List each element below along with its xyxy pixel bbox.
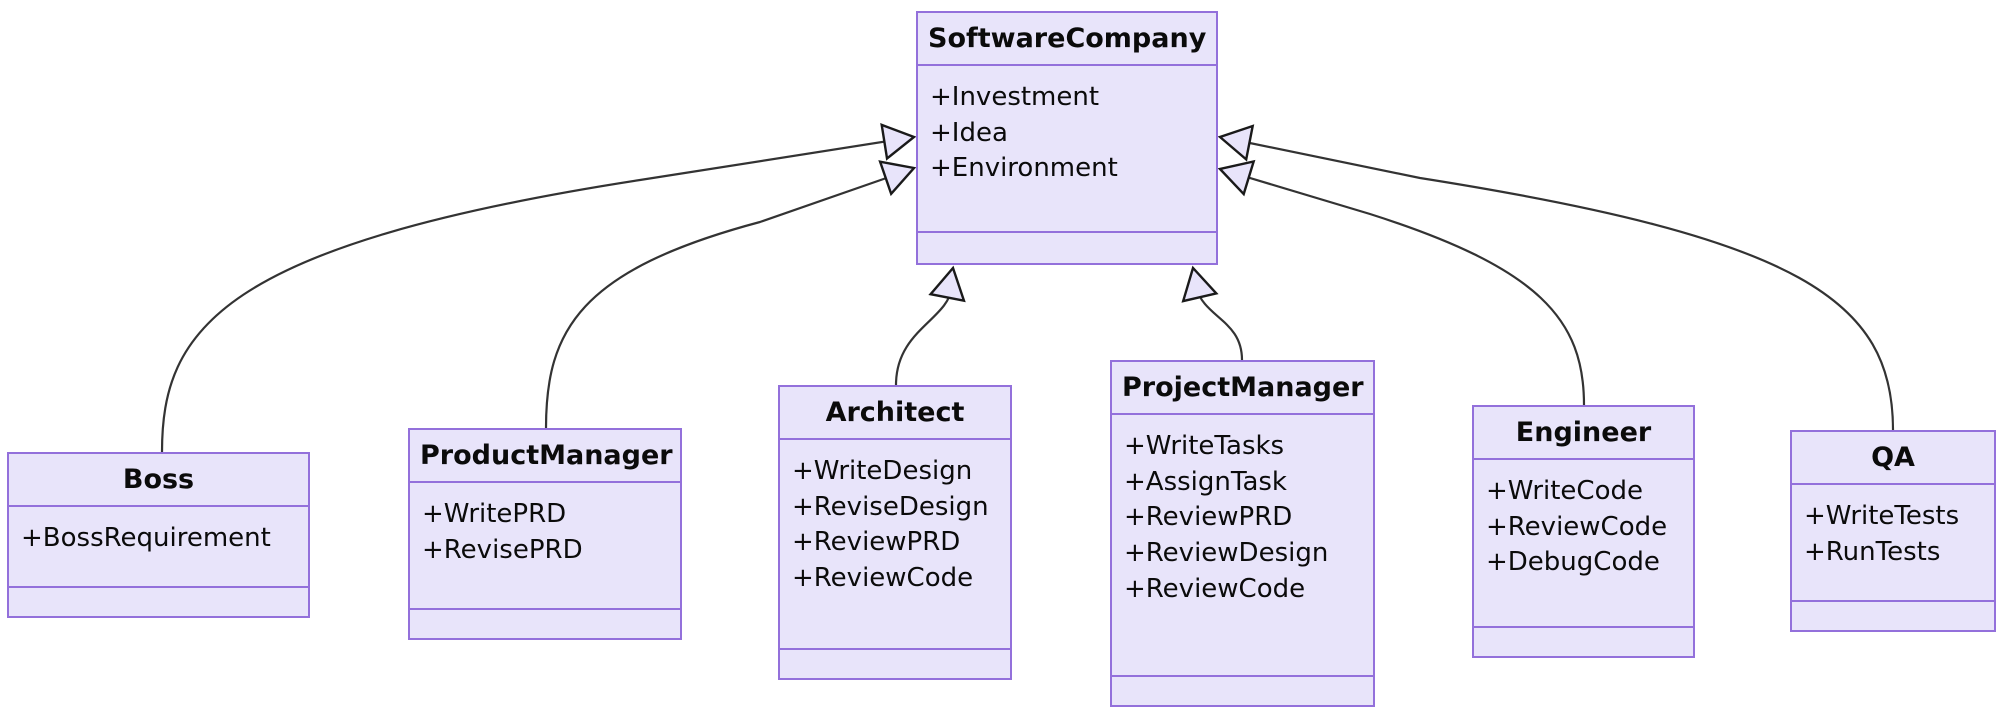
class-node-product-manager[interactable]: ProductManager +WritePRD +RevisePRD [408, 428, 682, 640]
class-member: +ReviewCode [792, 562, 974, 593]
class-members-architect: +WriteDesign +ReviseDesign +ReviewPRD +Revi… [780, 440, 1010, 650]
class-name-boss: Boss [9, 454, 308, 508]
class-node-architect[interactable]: Architect +WriteDesign +ReviseDesign +Revie… [778, 385, 1012, 680]
class-member: +BossRequirement [21, 523, 271, 554]
class-methods-qa [1792, 602, 1994, 630]
class-member: +ReviseDesign [792, 491, 989, 522]
class-member: +Environment [930, 153, 1118, 184]
class-name-software-company: SoftwareCompany [918, 13, 1216, 67]
class-methods-product-manager [410, 610, 680, 638]
class-member: +WritePRD [422, 499, 567, 530]
class-member: +ReviewCode [1124, 573, 1306, 604]
class-node-software-company[interactable]: SoftwareCompany +Investment +Idea +Environm… [916, 11, 1218, 265]
class-members-project-manager: +WriteTasks +AssignTask +ReviewPRD +ReviewD… [1112, 415, 1373, 677]
class-methods-boss [9, 588, 308, 616]
class-member: +Investment [930, 82, 1100, 113]
class-member: +AssignTask [1124, 466, 1287, 497]
class-name-architect: Architect [780, 387, 1010, 441]
class-member: +WriteDesign [792, 456, 973, 487]
class-name-product-manager: ProductManager [410, 430, 680, 484]
class-member: +RunTests [1804, 536, 1941, 567]
class-node-project-manager[interactable]: ProjectManager +WriteTasks +AssignTask +Rev… [1110, 360, 1375, 707]
class-methods-architect [780, 650, 1010, 678]
class-member: +DebugCode [1486, 547, 1660, 578]
class-member: +Idea [930, 117, 1008, 148]
class-members-boss: +BossRequirement [9, 507, 308, 588]
class-name-engineer: Engineer [1474, 407, 1693, 461]
class-member: +RevisePRD [422, 534, 583, 565]
class-member: +ReviewPRD [792, 527, 961, 558]
class-members-qa: +WriteTests +RunTests [1792, 485, 1994, 602]
class-member: +WriteCode [1486, 476, 1643, 507]
class-members-software-company: +Investment +Idea +Environment [918, 66, 1216, 233]
class-node-engineer[interactable]: Engineer +WriteCode +ReviewCode +DebugCode [1472, 405, 1695, 658]
class-name-project-manager: ProjectManager [1112, 362, 1373, 416]
class-methods-project-manager [1112, 677, 1373, 705]
class-member: +ReviewCode [1486, 511, 1668, 542]
class-methods-engineer [1474, 628, 1693, 656]
class-name-qa: QA [1792, 432, 1994, 486]
class-member: +WriteTests [1804, 501, 1960, 532]
class-member: +ReviewDesign [1124, 537, 1329, 568]
class-methods-software-company [918, 233, 1216, 263]
class-node-qa[interactable]: QA +WriteTests +RunTests [1790, 430, 1996, 632]
class-members-engineer: +WriteCode +ReviewCode +DebugCode [1474, 460, 1693, 628]
class-members-product-manager: +WritePRD +RevisePRD [410, 483, 680, 610]
class-node-boss[interactable]: Boss +BossRequirement [7, 452, 310, 618]
class-member: +ReviewPRD [1124, 502, 1293, 533]
class-member: +WriteTasks [1124, 431, 1285, 462]
